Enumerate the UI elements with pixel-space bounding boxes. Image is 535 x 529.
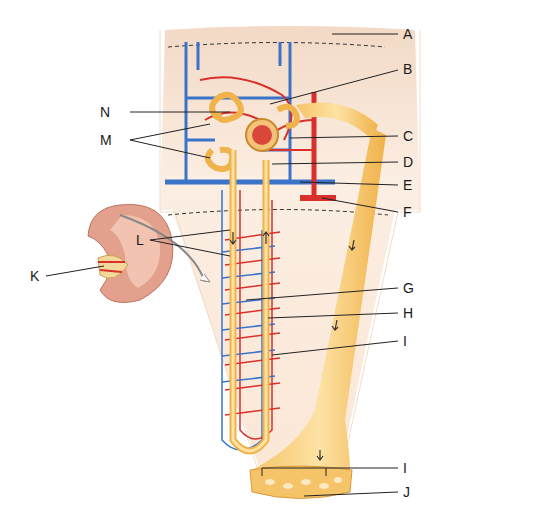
part-label: D (403, 154, 413, 170)
part-label: C (403, 128, 413, 144)
part-label: N (100, 104, 110, 120)
loop-lumen (233, 150, 266, 451)
part-label: I (403, 460, 407, 476)
loop-of-henle (233, 150, 266, 451)
part-label: L (136, 232, 144, 248)
part-label: H (403, 305, 413, 321)
papilla-openings (265, 477, 342, 489)
part-label: E (403, 177, 412, 193)
part-label: F (403, 204, 412, 220)
leader-lines (46, 34, 398, 496)
connecting-tubule (296, 103, 378, 141)
part-label: G (403, 280, 414, 296)
renal-corpuscle (208, 95, 297, 169)
part-label: K (30, 268, 39, 284)
collecting-duct (252, 128, 386, 470)
renal-papilla (250, 466, 352, 499)
tissue-ground (160, 26, 420, 470)
part-label: A (403, 26, 412, 42)
part-label: M (100, 132, 112, 148)
part-label: I (403, 333, 407, 349)
part-label: B (403, 61, 412, 77)
part-label: J (403, 484, 410, 500)
capsule-line (168, 43, 385, 48)
flow-arrows (230, 232, 355, 460)
kidney-inset (88, 204, 210, 302)
